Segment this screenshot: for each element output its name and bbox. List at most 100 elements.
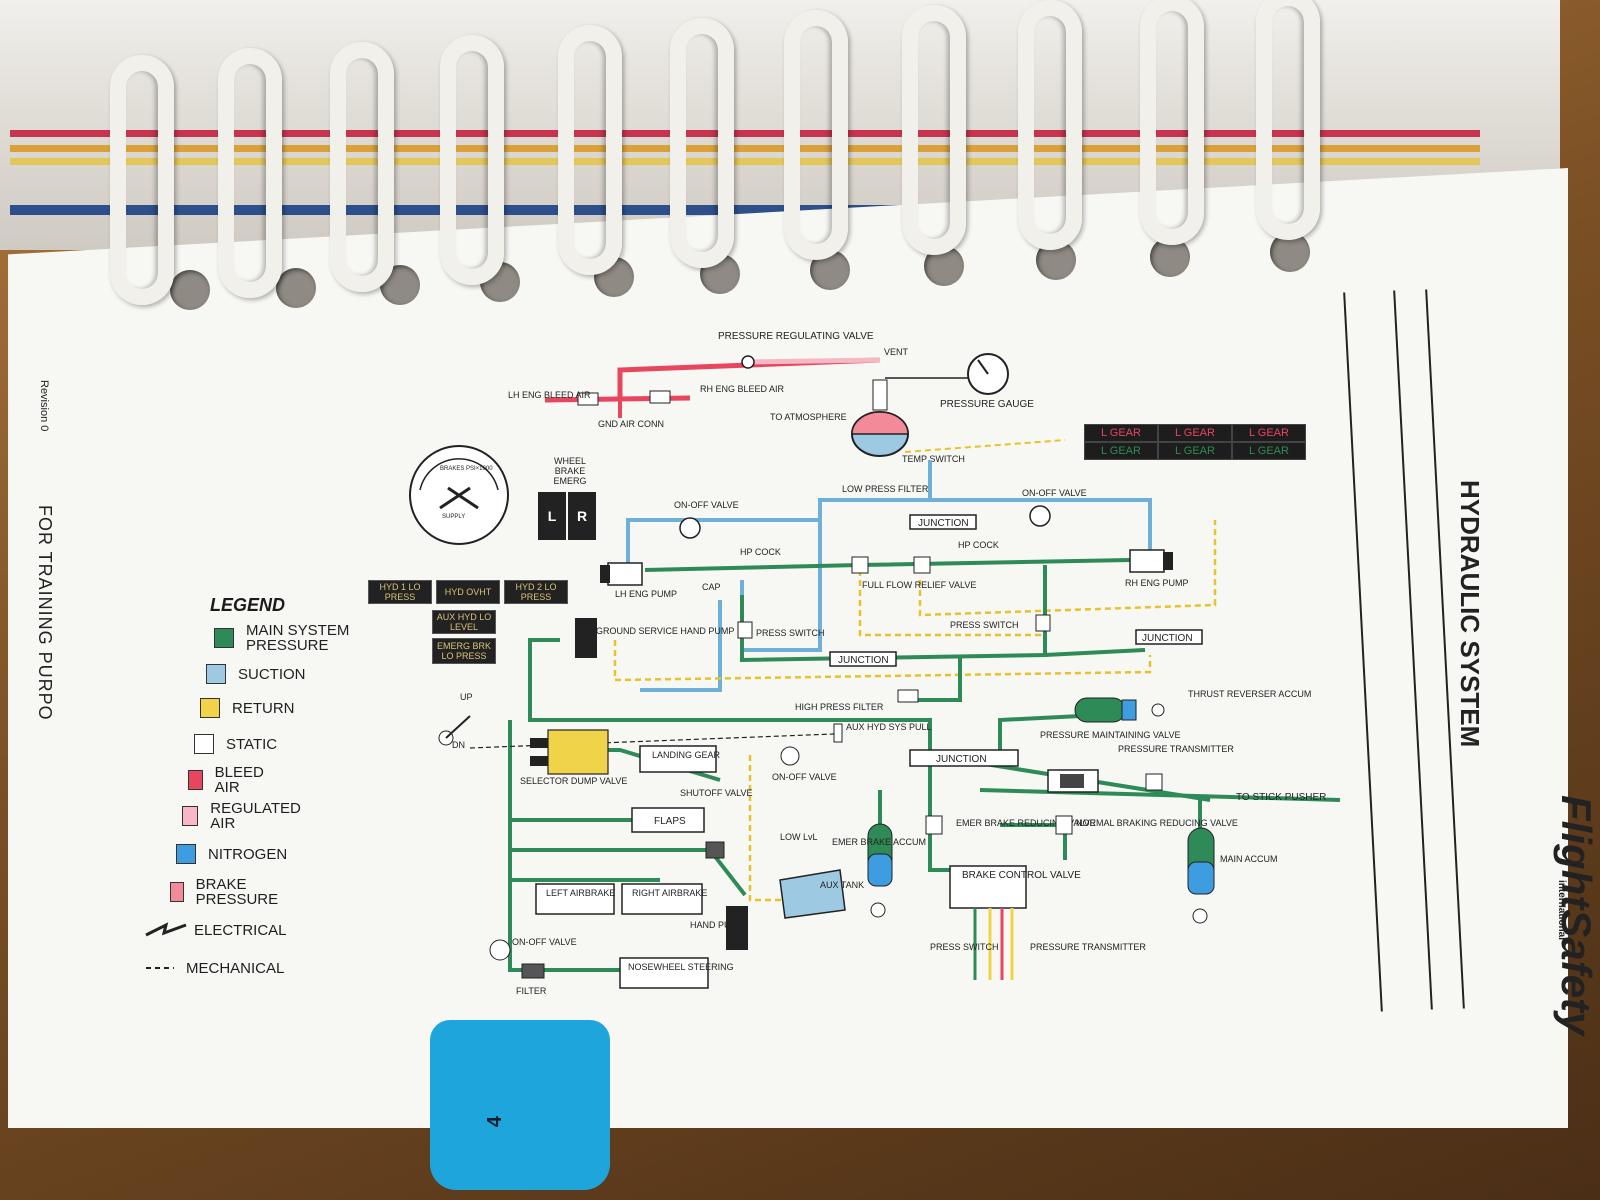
- binder-ring: [784, 10, 848, 260]
- junction-mid: [829, 651, 897, 667]
- legend-label: SUCTION: [238, 665, 306, 683]
- tab-stripe-yellow: [10, 158, 1480, 165]
- pressure-gauge: PRESSURE GAUGE: [885, 353, 1034, 410]
- emer-brake-reducing-valve-box: [925, 815, 943, 835]
- gear-light-bottom-3: L GEAR: [1232, 442, 1306, 460]
- legend-swatch: [176, 844, 196, 864]
- aux-hyd-pull-handle: [833, 723, 843, 743]
- lh-eng-pump: LH ENG PUMP: [600, 562, 677, 599]
- label-ground-service-hand-pump: GROUND SERVICE HAND PUMP: [596, 626, 734, 636]
- pressure-transmitter-box: [1145, 773, 1163, 791]
- label-on-off-valve-lower: ON-OFF VALVE: [772, 772, 837, 782]
- label-press-switch-right: PRESS SWITCH: [950, 620, 1019, 630]
- label-gnd-air-conn: GND AIR CONN: [598, 419, 664, 429]
- hand-pump: [726, 906, 748, 950]
- label-junction-mid: JUNCTION: [838, 655, 889, 666]
- label-selector-dump-valve: SELECTOR DUMP VALVE: [520, 776, 627, 786]
- junction-right: [1135, 629, 1203, 645]
- gear-light-panel: L GEAR L GEAR L GEAR L GEAR L GEAR L GEA…: [1084, 424, 1310, 460]
- binder-ring: [1140, 0, 1204, 245]
- junction-top: [909, 514, 977, 530]
- label-thrust-reverser-accum: THRUST REVERSER ACCUM: [1188, 689, 1311, 699]
- brake-control-valve: BRAKE CONTROL VALVE: [949, 865, 1081, 980]
- bleed-air-lines: PRESSURE REGULATING VALVE LH ENG BLEED A…: [508, 331, 909, 429]
- mechanical-dash-icon: [146, 967, 174, 969]
- label-pressure-transmitter-brake: PRESSURE TRANSMITTER: [1030, 942, 1146, 952]
- relief-valve-box-2: [913, 556, 931, 574]
- label-rh-eng-bleed-air: RH ENG BLEED AIR: [700, 384, 785, 394]
- legend-item-mechanical: MECHANICAL: [144, 957, 284, 979]
- tab-stripe-orange: [10, 145, 1480, 152]
- label-normal-braking-reducing-valve: NORMAL BRAKING REDUCING VALVE: [1076, 818, 1238, 828]
- emer-brake-accumulator: EMER BRAKE ACCUM: [832, 823, 926, 918]
- hydraulic-reservoir: TEMP SWITCH: [851, 379, 1066, 464]
- legend-item-nitrogen: NITROGEN: [176, 843, 287, 865]
- on-off-valve-bottom: [489, 939, 511, 961]
- legend-label: BRAKE PRESSURE: [195, 876, 279, 908]
- label-press-switch-brake: PRESS SWITCH: [930, 942, 999, 952]
- flaps-actuator: [631, 807, 705, 833]
- right-airbrake: [621, 883, 703, 915]
- label-on-off-valve-left: ON-OFF VALVE: [674, 500, 739, 510]
- gear-light-bottom-1: L GEAR: [1084, 442, 1158, 460]
- selector-dump-valve: SELECTOR DUMP VALVE: [520, 729, 627, 786]
- section-tab[interactable]: [430, 1020, 610, 1190]
- wheel-brake-left-button[interactable]: L: [538, 492, 566, 540]
- label-emer-brake-reducing-valve: EMER BRAKE REDUCING VALVE: [956, 818, 1096, 828]
- legend-item-brake-pressure: BRAKE PRESSURE: [170, 877, 285, 907]
- annunciator-panel: HYD 1 LO PRESS HYD OVHT HYD 2 LO PRESS: [368, 580, 578, 604]
- gear-light-top-1: L GEAR: [1084, 424, 1158, 442]
- annunciator-hyd-ovht: HYD OVHT: [436, 580, 500, 604]
- legend-item-return: RETURN: [200, 697, 295, 719]
- binder-ring: [1256, 0, 1320, 240]
- label-cap: CAP: [702, 582, 721, 592]
- ground-service-hand-pump: GROUND SERVICE HAND PUMP: [575, 618, 734, 658]
- label-hp-cock-left: HP COCK: [740, 547, 781, 557]
- label-on-off-valve-bottom: ON-OFF VALVE: [512, 937, 577, 947]
- gear-handle: UP DN: [438, 692, 473, 750]
- binder-ring: [558, 25, 622, 275]
- binder-ring: [670, 18, 734, 268]
- label-pressure-regulating-valve: PRESSURE REGULATING VALVE: [718, 331, 874, 342]
- label-rh-eng-pump: RH ENG PUMP: [1125, 578, 1189, 588]
- tab-stripe-red: [10, 130, 1480, 137]
- label-junction-top: JUNCTION: [918, 518, 969, 529]
- label-to-atmosphere: TO ATMOSPHERE: [770, 412, 847, 422]
- label-shutoff-valve: SHUTOFF VALVE: [680, 788, 753, 798]
- flaps-valve: [705, 841, 725, 859]
- binder-ring: [218, 48, 282, 298]
- legend-swatch: [206, 664, 226, 684]
- high-press-filter-box: [897, 689, 919, 703]
- landing-gear-actuator: LANDING GEAR: [639, 745, 721, 773]
- label-brake-control-valve: BRAKE CONTROL VALVE: [962, 870, 1081, 881]
- main-accumulator: MAIN ACCUM: [1187, 827, 1278, 924]
- annunciator-emerg-brk-lo-press: EMERG BRK LO PRESS: [432, 638, 496, 664]
- legend-swatch: [182, 806, 199, 826]
- label-filter: FILTER: [516, 986, 547, 996]
- annunciator-aux-hyd-lo-level: AUX HYD LO LEVEL: [432, 610, 496, 634]
- suction-lines: [626, 460, 1152, 692]
- label-low-press-filter: LOW PRESS FILTER: [842, 484, 929, 494]
- label-aux-hyd-sys-pull: AUX HYD SYS PULL: [846, 722, 932, 732]
- legend-title: LEGEND: [210, 595, 286, 615]
- label-left-airbrake: LEFT AIRBRAKE: [546, 888, 615, 898]
- legend-item-main-pressure: MAIN SYSTEM PRESSURE: [214, 623, 366, 653]
- label-pressure-maintaining-valve: PRESSURE MAINTAINING VALVE: [1040, 730, 1181, 740]
- brake-pressure-gauge: BRAKES PSI×1000 SUPPLY: [409, 445, 509, 545]
- rh-eng-pump: RH ENG PUMP: [1125, 549, 1189, 588]
- electrical-bolt-icon: [145, 922, 187, 937]
- label-up: UP: [460, 692, 473, 702]
- legend-item-bleed-air: BLEED AIR: [188, 765, 269, 795]
- wheel-brake-right-button[interactable]: R: [568, 492, 596, 540]
- label-hand-pump: HAND PUMP: [690, 920, 744, 930]
- legend-swatch: [170, 882, 184, 902]
- label-emer-brake-accum: EMER BRAKE ACCUM: [832, 837, 926, 847]
- legend-label: ELECTRICAL: [194, 921, 287, 939]
- label-lh-eng-pump: LH ENG PUMP: [615, 589, 677, 599]
- binder-ring: [440, 35, 504, 285]
- binder-ring: [902, 5, 966, 255]
- ring-hole: [276, 268, 316, 308]
- binder-ring: [110, 55, 174, 305]
- label-pressure-gauge: PRESSURE GAUGE: [940, 399, 1034, 410]
- legend-label: BLEED AIR: [214, 764, 264, 796]
